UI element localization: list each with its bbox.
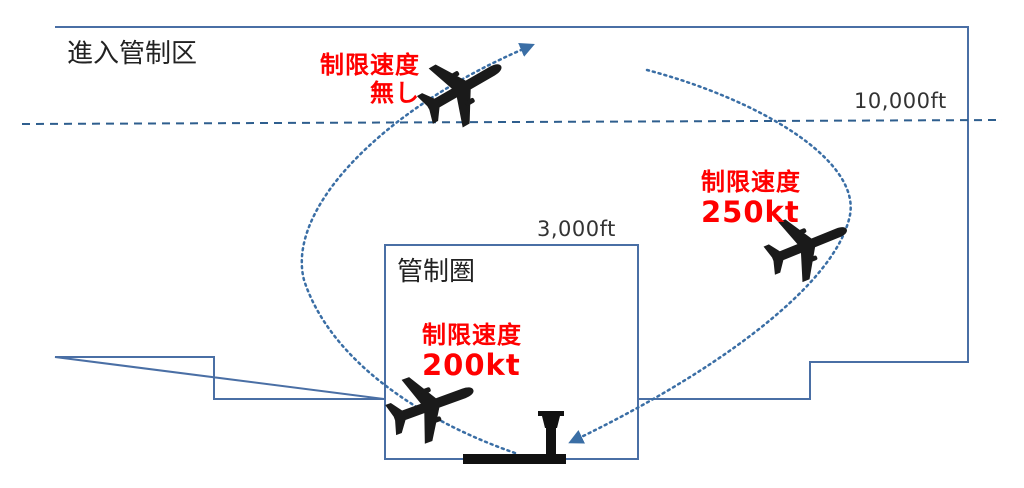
speed-limit-value: 250kt: [701, 195, 800, 229]
speed-limit-title: 制限速度: [422, 321, 522, 349]
speed-limit-control-zone: 制限速度 200kt: [422, 323, 522, 380]
speed-limit-title: 制限速度: [701, 168, 801, 196]
runway-icon: [463, 454, 566, 464]
altitude-line-10000ft: [21, 119, 1003, 125]
approach-control-area-label: 進入管制区: [67, 39, 198, 69]
speed-limit-title: 制限速度: [320, 51, 420, 79]
speed-limit-value: 200kt: [422, 348, 521, 382]
altitude-label-3000ft: 3,000ft: [537, 217, 616, 241]
departure-path: [300, 43, 535, 455]
control-tower-icon: [538, 411, 564, 456]
speed-limit-arrival: 制限速度 250kt: [701, 170, 801, 227]
speed-limit-value: 無し: [370, 79, 420, 107]
speed-limit-upper: 制限速度 無し: [312, 53, 420, 105]
arrival-path: [568, 68, 852, 444]
approach-control-area-outline: [54, 26, 969, 400]
control-zone-label: 管制圏: [397, 257, 476, 287]
altitude-label-10000ft: 10,000ft: [854, 89, 947, 113]
airplane-icon: [407, 36, 519, 140]
